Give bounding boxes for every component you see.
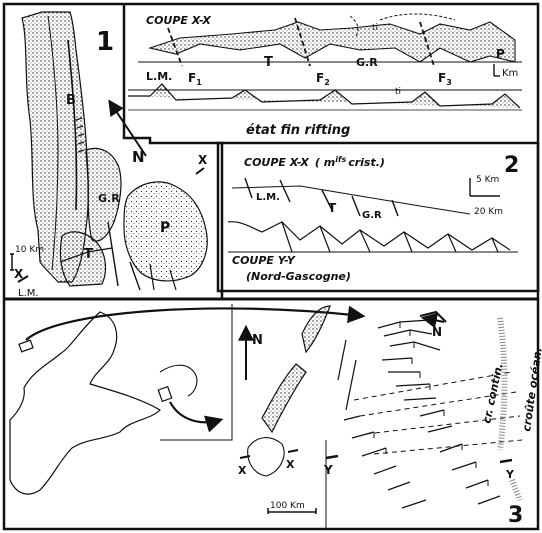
label-ti-top: ti <box>372 23 378 33</box>
panel2-scale-h: 20 Km <box>474 207 503 217</box>
panel2-label-lm: L.M. <box>256 192 280 203</box>
section-xx-sediments <box>147 21 516 63</box>
massif-p <box>123 181 208 282</box>
section-rifting <box>128 83 521 109</box>
map-label-lm: L.M. <box>18 288 39 299</box>
coc-boundary <box>497 317 508 451</box>
map-label-b: B <box>66 93 76 108</box>
coastline <box>9 311 161 495</box>
fault-f2: F2 <box>316 71 330 87</box>
panel3-y-right: Y <box>505 468 515 481</box>
fault-ticks <box>75 117 85 153</box>
panel2-sections <box>227 177 518 253</box>
fault-f3: F3 <box>438 71 452 87</box>
margin-ticks <box>373 322 489 486</box>
map-label-p: P <box>160 220 170 236</box>
block-t <box>59 231 107 287</box>
panel3-n-right: N <box>432 325 442 339</box>
north-arrow <box>108 99 147 157</box>
panel1-boundary <box>122 4 224 299</box>
map-scale-label: 10 Km <box>15 245 44 255</box>
rift-basin-long <box>261 363 307 434</box>
rifting-caption: état fin rifting <box>246 123 350 138</box>
map-label-t: T <box>84 247 93 262</box>
section-label-lm: L.M. <box>146 70 172 83</box>
panel3-n-left: N <box>252 333 263 348</box>
panel2-label-gr: G.R <box>362 210 382 221</box>
panel2-label-t: T <box>328 201 337 215</box>
label-ti-lower: ti <box>395 87 401 97</box>
panel2-frame <box>216 141 540 293</box>
section-label-t: T <box>264 55 273 70</box>
arrow-to-margin <box>25 305 366 341</box>
panel2-scale-v: 5 Km <box>476 175 499 185</box>
panel3-x-right: X <box>286 458 295 471</box>
panel3-y-left: Y <box>323 463 333 477</box>
section-xx-title: COUPE X-X <box>146 14 211 27</box>
map-label-gr: G.R <box>98 192 120 205</box>
panel1-number: 1 <box>96 27 114 57</box>
margin-faults <box>337 310 501 509</box>
fault-f1: F1 <box>188 71 202 87</box>
panel2-number: 2 <box>504 153 519 178</box>
belt-main-fault <box>67 39 78 211</box>
panel1-sections <box>128 13 522 111</box>
panel3-scale: 100 Km <box>270 501 305 511</box>
panel1-map <box>10 11 208 291</box>
panel2-section-yy-sub: (Nord-Gascogne) <box>246 270 351 283</box>
belt-inner-fault <box>47 15 59 271</box>
map-label-x-right: X <box>198 153 208 167</box>
block-gr <box>85 147 122 242</box>
panel2-section-yy: COUPE Y-Y <box>232 254 296 267</box>
section-label-gr: G.R <box>356 56 378 69</box>
section-yy-profile <box>227 221 511 251</box>
panel3-x-left: X <box>238 464 247 477</box>
map-label-x-left: X <box>14 267 24 281</box>
arrow-to-detail <box>169 401 224 433</box>
section-label-p: P <box>496 47 505 61</box>
panel3-map <box>9 304 523 528</box>
panel3-number: 3 <box>508 503 523 528</box>
map-label-n: N <box>132 148 145 166</box>
section-km-scale: Km <box>502 68 518 79</box>
